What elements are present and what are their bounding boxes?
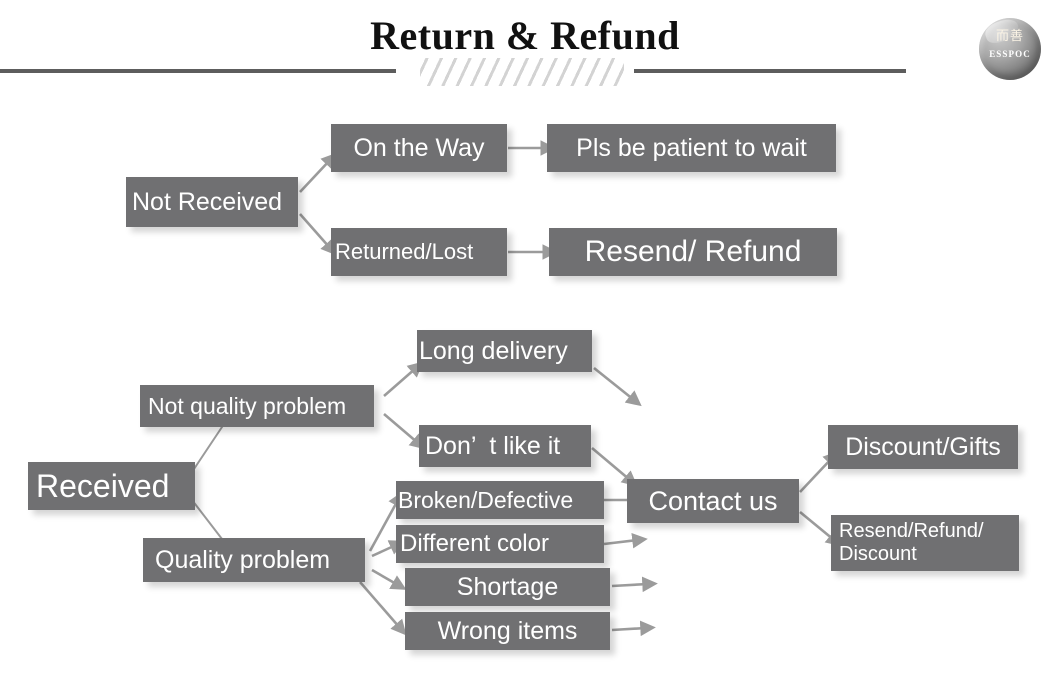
node-shortage[interactable]: Shortage [405,568,610,606]
node-long-delivery[interactable]: Long delivery [417,330,592,372]
divider-left [0,69,396,73]
node-label: Different color [400,530,549,557]
node-contact-us[interactable]: Contact us [627,479,799,523]
node-resend-refund[interactable]: Resend/ Refund [549,228,837,276]
page-title: Return & Refund [370,13,680,58]
node-wrong-items[interactable]: Wrong items [405,612,610,650]
node-returned-lost[interactable]: Returned/Lost [331,228,507,276]
node-dont-like-it[interactable]: Don’ t like it [419,425,591,467]
node-not-received[interactable]: Not Received [126,177,298,227]
divider-right [634,69,906,73]
node-label: Discount/Gifts [845,432,1001,461]
node-label: Received [36,467,170,504]
node-discount-gifts[interactable]: Discount/Gifts [828,425,1018,469]
node-different-color[interactable]: Different color [396,525,604,563]
node-label: Not Received [132,187,283,216]
node-quality-problem[interactable]: Quality problem [143,538,365,582]
node-label: Contact us [648,485,778,516]
node-label: Don’ t like it [425,431,561,460]
brand-logo: 而善 ESSPOC [979,18,1041,80]
node-label: Pls be patient to wait [576,133,807,162]
logo-brand-text: ESSPOC [989,49,1031,59]
divider-hatch-ornament-icon [420,58,624,86]
node-label-line2: Discount [839,543,917,565]
node-label: Quality problem [155,545,331,574]
node-label-line1: Resend/Refund/ [839,520,984,542]
page-header: Return & Refund [0,0,1050,100]
node-label: Returned/Lost [335,239,474,264]
node-label: Not quality problem [148,392,347,419]
node-label: Shortage [456,572,559,601]
node-received[interactable]: Received [28,462,195,510]
logo-chinese-text: 而善 [995,29,1024,44]
node-on-the-way[interactable]: On the Way [331,124,507,172]
node-label: Wrong items [437,616,578,645]
node-broken-defective[interactable]: Broken/Defective [396,481,604,519]
node-label: On the Way [353,133,485,162]
node-resend-refund-discount[interactable]: Resend/Refund/ Discount [831,515,1019,571]
node-label: Long delivery [419,336,568,365]
node-label: Resend/ Refund [584,235,802,268]
node-label: Broken/Defective [398,486,574,513]
node-pls-be-patient-to-wait[interactable]: Pls be patient to wait [547,124,836,172]
node-not-quality-problem[interactable]: Not quality problem [140,385,374,427]
